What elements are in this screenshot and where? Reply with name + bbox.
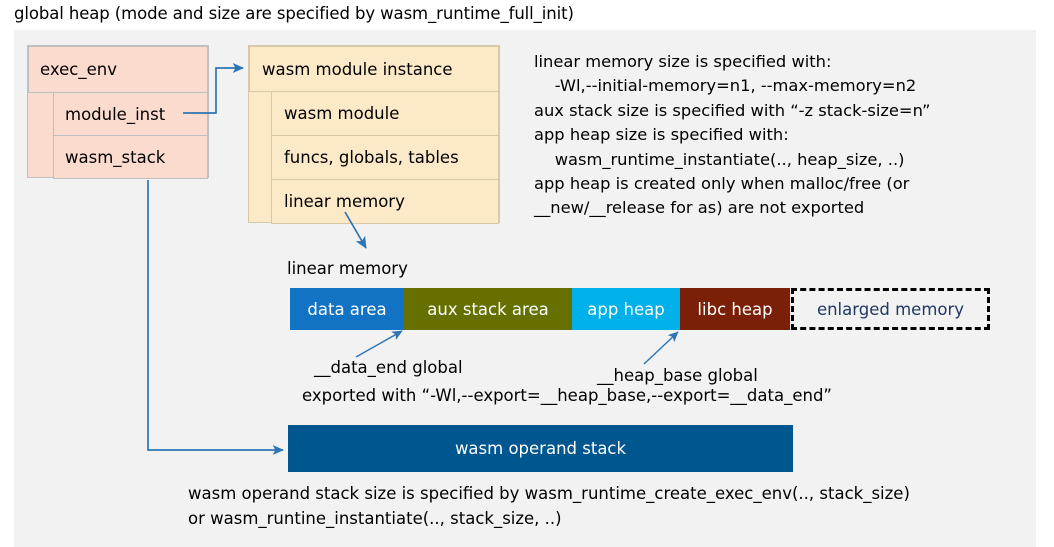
operand-stack-note: wasm operand stack size is specified by …	[188, 484, 910, 528]
data-end-annotation: __data_end global	[314, 358, 463, 377]
linear-memory-caption: linear memory	[287, 259, 408, 278]
funcs-globals-tables-label: funcs, globals, tables	[284, 148, 459, 167]
wasm-module-label: wasm module	[284, 104, 400, 123]
page-title: global heap (mode and size are specified…	[14, 4, 574, 23]
wasm-stack-label: wasm_stack	[65, 147, 166, 167]
exec-env-label: exec_env	[40, 60, 117, 79]
linear-memory-bar: data area aux stack area app heap libc h…	[290, 288, 990, 330]
segment-libc-heap: libc heap	[680, 288, 790, 330]
export-flags-note: exported with “-Wl,--export=__heap_base,…	[302, 386, 832, 405]
linear-memory-row-label: linear memory	[284, 192, 405, 211]
heap-base-annotation: __heap_base global	[597, 366, 758, 385]
wasm-stack-row: wasm_stack	[53, 135, 208, 179]
funcs-globals-tables-row: funcs, globals, tables	[271, 135, 499, 180]
linear-memory-row: linear memory	[271, 179, 499, 224]
exec-env-title-row: exec_env	[28, 46, 208, 93]
configuration-notes: linear memory size is specified with: -W…	[534, 52, 931, 218]
module-inst-row: module_inst	[53, 92, 208, 136]
segment-data-area: data area	[290, 288, 404, 330]
wasm-module-instance-title-row: wasm module instance	[249, 46, 499, 92]
segment-aux-stack-area: aux stack area	[404, 288, 572, 330]
wasm-module-instance-label: wasm module instance	[262, 59, 453, 79]
wasm-operand-stack-box: wasm operand stack	[288, 425, 793, 472]
wasm-module-row: wasm module	[271, 91, 499, 136]
segment-enlarged-memory: enlarged memory	[791, 288, 990, 330]
module-inst-label: module_inst	[65, 104, 166, 124]
segment-app-heap: app heap	[572, 288, 680, 330]
